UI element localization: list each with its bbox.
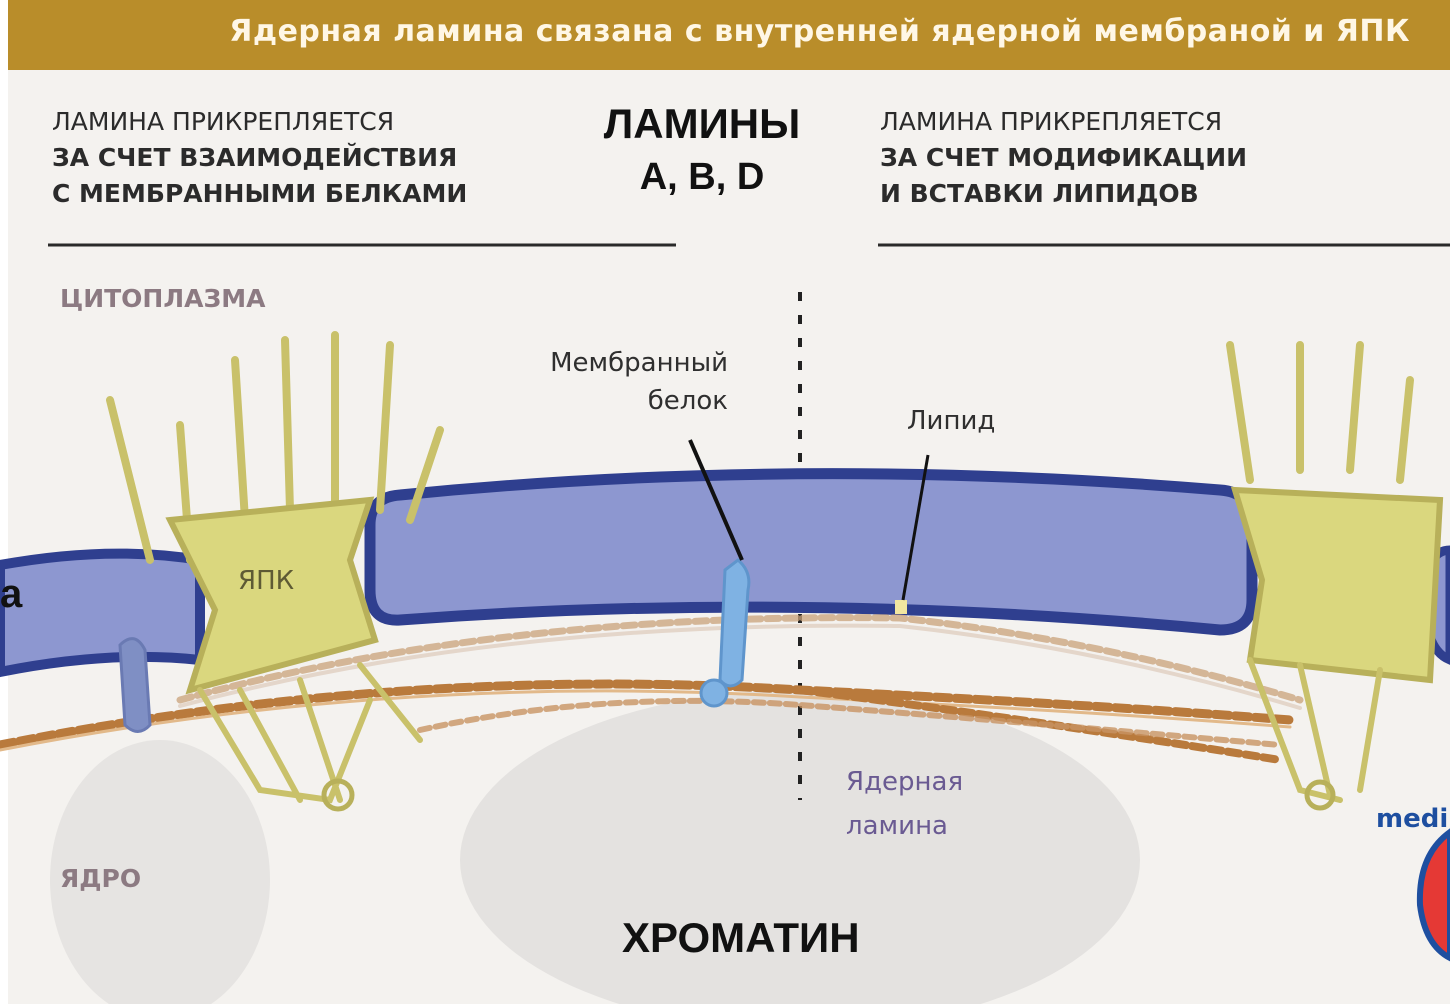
caption-right: ЛАМИНА ПРИКРЕПЛЯЕТСЯ ЗА СЧЕТ МОДИФИКАЦИИ… [880,104,1247,212]
center-title-line1: ЛАМИНЫ [566,100,838,148]
center-title: ЛАМИНЫ А, В, D [566,100,838,199]
protein-anchor [701,680,727,706]
nucleus-label: ЯДРО [60,864,141,893]
caption-left-line3: С МЕМБРАННЫМИ БЕЛКАМИ [52,179,467,208]
membrane-protein [720,560,749,686]
watermark-text: medi [1376,804,1448,834]
nuclear-pore-complex-right [1230,345,1440,808]
lipid-label: Липид [907,406,995,436]
caption-left: ЛАМИНА ПРИКРЕПЛЯЕТСЯ ЗА СЧЕТ ВЗАИМОДЕЙСТ… [52,104,467,212]
membrane-protein-left [120,639,150,732]
cytoplasm-label: ЦИТОПЛАЗМА [60,284,265,313]
caption-right-line3: И ВСТАВКИ ЛИПИДОВ [880,179,1199,208]
npc-label: ЯПК [238,566,294,596]
caption-right-line2: ЗА СЧЕТ МОДИФИКАЦИИ [880,143,1247,172]
membrane-protein-label: Мембранный белок [496,344,728,420]
caption-right-line1: ЛАМИНА ПРИКРЕПЛЯЕТСЯ [880,104,1247,140]
center-title-line2: А, В, D [566,156,838,199]
nuclear-membrane [370,474,1252,630]
caption-left-line2: ЗА СЧЕТ ВЗАИМОДЕЙСТВИЯ [52,143,457,172]
chromatin-label: ХРОМАТИН [622,914,860,962]
lipid-anchor [895,600,907,614]
logo-fragment [1420,832,1450,958]
membrane-segment-left [0,554,200,672]
nuclear-lamina-label: Ядерная ламина [846,760,1016,848]
edge-letter: а [0,572,22,617]
caption-left-line1: ЛАМИНА ПРИКРЕПЛЯЕТСЯ [52,104,467,140]
